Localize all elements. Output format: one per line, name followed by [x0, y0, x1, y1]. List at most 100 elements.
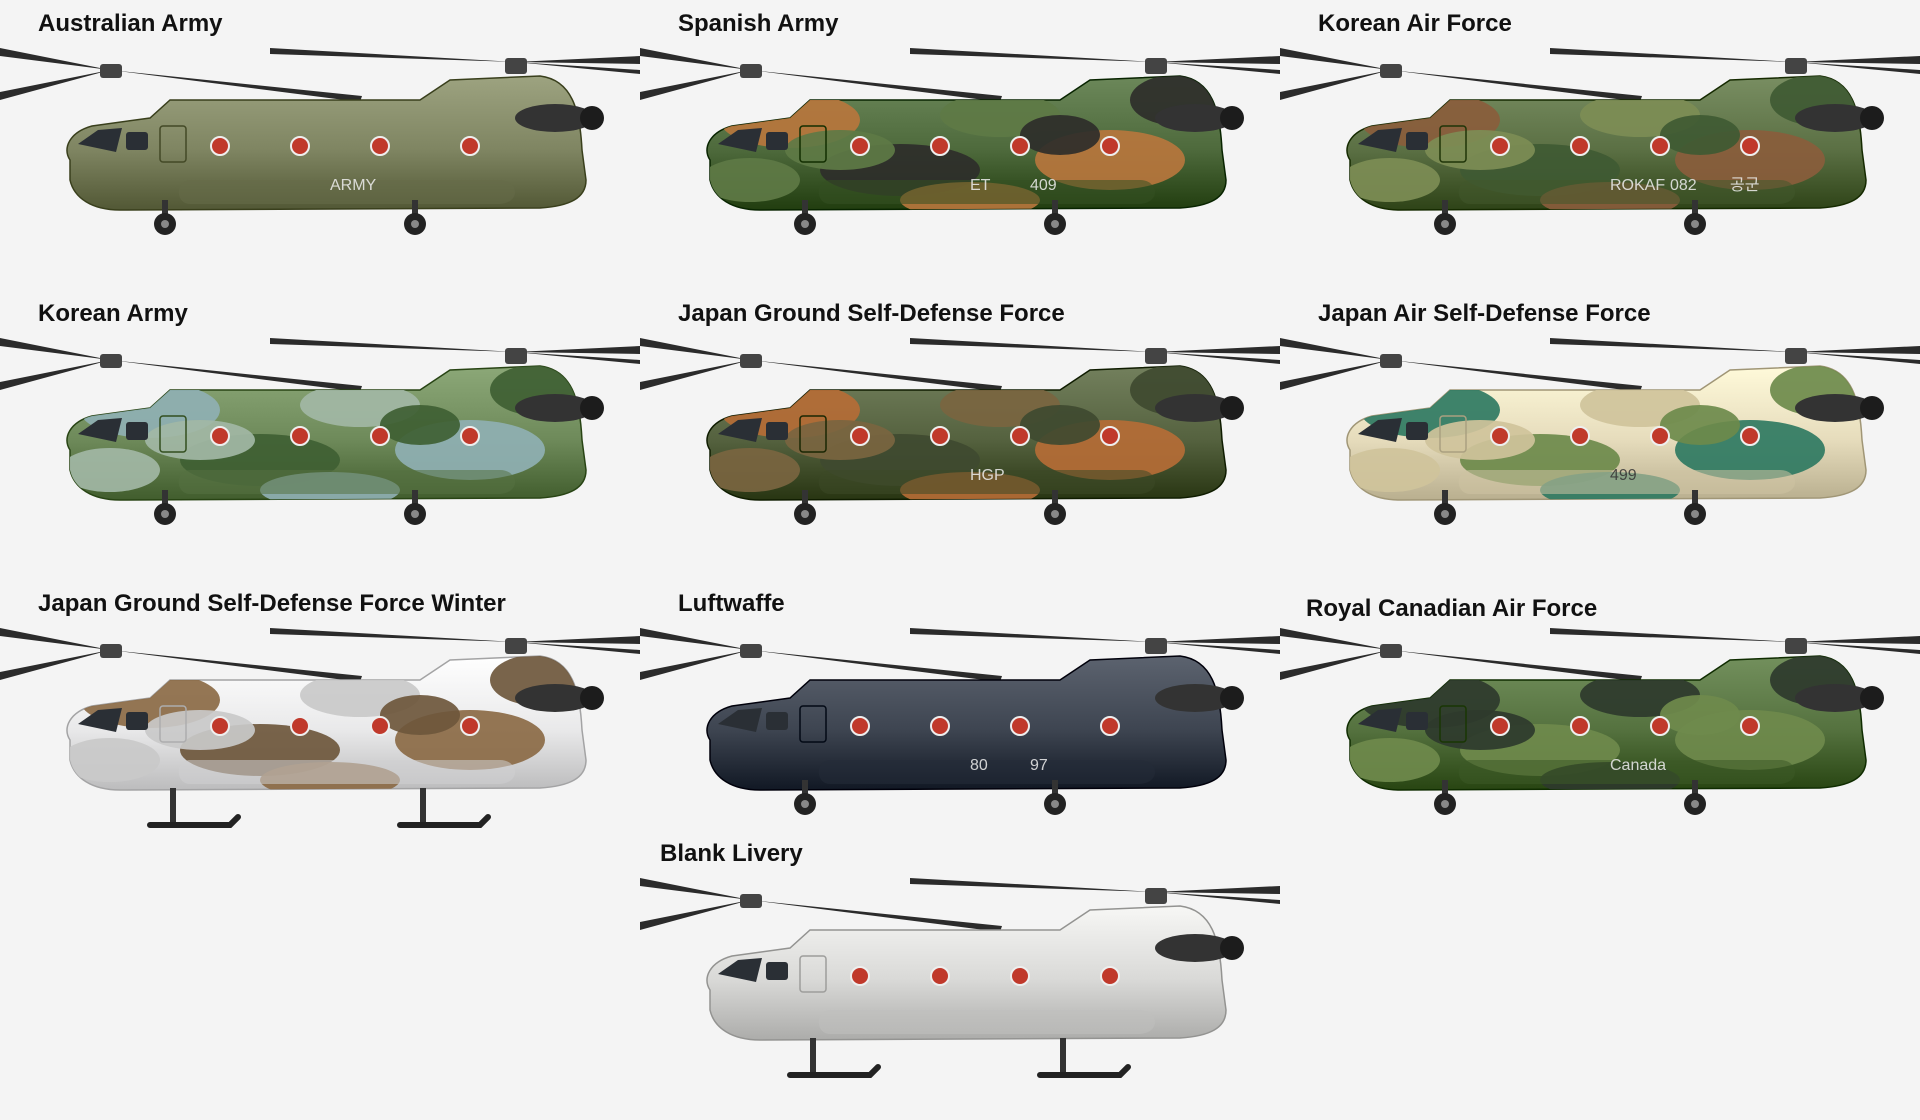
- front-rotor-blade: [1280, 360, 1390, 390]
- engine-pod: [515, 684, 595, 712]
- engine-intake: [1860, 396, 1884, 420]
- livery-label: Spanish Army: [678, 10, 839, 37]
- front-rotor-blade: [750, 900, 1002, 932]
- livery-marking: 499: [1610, 467, 1637, 484]
- rear-rotor-hub: [1785, 638, 1807, 654]
- gear-strut: [1692, 780, 1698, 796]
- cockpit-window: [718, 418, 762, 442]
- rear-rotor-blade: [1550, 48, 1795, 62]
- camo-blob: [1425, 710, 1535, 750]
- gear-strut: [412, 490, 418, 506]
- camo-blob: [1020, 115, 1100, 155]
- camo-blob: [1660, 115, 1740, 155]
- gear-strut: [810, 1038, 816, 1072]
- fuselage: [706, 905, 1227, 1041]
- gear-strut: [1692, 490, 1698, 506]
- cabin-window: [850, 966, 870, 986]
- landing-gear: [794, 490, 1066, 525]
- wheel-hub: [1051, 510, 1059, 518]
- cabin-window: [290, 426, 310, 446]
- gear-strut: [802, 780, 808, 796]
- cabin-window: [1650, 716, 1670, 736]
- helicopter-image: ARMY: [0, 48, 640, 235]
- wheel-hub: [411, 220, 419, 228]
- front-rotor-hub: [1380, 354, 1402, 368]
- front-rotor-hub: [100, 644, 122, 658]
- rear-rotor-hub: [505, 638, 527, 654]
- fuel-sponson: [818, 470, 1156, 494]
- gear-strut: [1442, 200, 1448, 216]
- landing-gear: [1434, 780, 1706, 815]
- ski: [147, 814, 241, 828]
- cabin-window: [930, 716, 950, 736]
- cockpit-window: [126, 712, 148, 730]
- camo-blob: [66, 448, 160, 492]
- rear-rotor-blade: [1795, 346, 1920, 354]
- livery-label: Luftwaffe: [678, 590, 785, 617]
- helicopter-image: HGP: [640, 338, 1280, 525]
- front-rotor-blade: [1390, 70, 1642, 102]
- gear-strut: [1442, 780, 1448, 796]
- cabin-window: [1490, 716, 1510, 736]
- landing-gear: [1434, 200, 1706, 235]
- engine-intake: [1220, 396, 1244, 420]
- cabin-door: [159, 415, 187, 453]
- front-rotor-blade: [0, 70, 110, 100]
- gear-strut: [1052, 490, 1058, 506]
- fuel-sponson: [818, 1010, 1156, 1034]
- cockpit-window: [78, 708, 122, 732]
- rear-rotor-blade: [1550, 338, 1795, 352]
- landing-gear: [147, 788, 491, 828]
- rotor-blades: [640, 338, 1280, 392]
- cabin-door: [799, 705, 827, 743]
- cabin-window: [1100, 716, 1120, 736]
- cabin-door: [159, 125, 187, 163]
- cabin-window: [1740, 136, 1760, 156]
- ski: [397, 814, 491, 828]
- rear-rotor-blade: [1155, 352, 1280, 364]
- front-rotor-hub: [740, 644, 762, 658]
- cabin-window: [1650, 136, 1670, 156]
- cockpit-window: [718, 958, 762, 982]
- cabin-window: [1100, 136, 1120, 156]
- rear-rotor-blade: [910, 878, 1155, 892]
- cabin-window: [370, 136, 390, 156]
- cabin-window: [1010, 426, 1030, 446]
- rear-rotor-blade: [515, 56, 640, 64]
- livery-marking: HGP: [970, 467, 1005, 484]
- wheel-hub: [411, 510, 419, 518]
- front-rotor-blade: [0, 48, 110, 70]
- cabin-window: [1650, 426, 1670, 446]
- cabin-door: [1439, 415, 1467, 453]
- rear-rotor-hub: [505, 348, 527, 364]
- cockpit-window: [1358, 128, 1402, 152]
- livery-label: Blank Livery: [660, 840, 803, 867]
- landing-gear: [154, 490, 426, 525]
- cockpit-window: [718, 128, 762, 152]
- cabin-window: [1010, 716, 1030, 736]
- livery-label: Australian Army: [38, 10, 223, 37]
- rotor-blades: [640, 48, 1280, 102]
- front-rotor-blade: [110, 360, 362, 392]
- rotor-blades: [0, 338, 640, 392]
- cockpit-window: [1406, 132, 1428, 150]
- gear-strut: [162, 490, 168, 506]
- rear-rotor-hub: [1785, 348, 1807, 364]
- gear-strut: [802, 490, 808, 506]
- engine-pod: [1155, 934, 1235, 962]
- gear-strut: [1052, 200, 1058, 216]
- cabin-window: [1490, 136, 1510, 156]
- camo-blob: [1346, 448, 1440, 492]
- rear-rotor-blade: [515, 346, 640, 354]
- wheel-hub: [1691, 220, 1699, 228]
- rear-rotor-hub: [505, 58, 527, 74]
- cockpit-window: [78, 418, 122, 442]
- cabin-window: [1570, 716, 1590, 736]
- rotor-blades: [640, 628, 1280, 682]
- wheel-hub: [1691, 510, 1699, 518]
- cabin-window: [370, 426, 390, 446]
- livery-cell-jgsdf-winter: Japan Ground Self-Defense Force Winter: [0, 580, 640, 870]
- front-rotor-blade: [640, 878, 750, 900]
